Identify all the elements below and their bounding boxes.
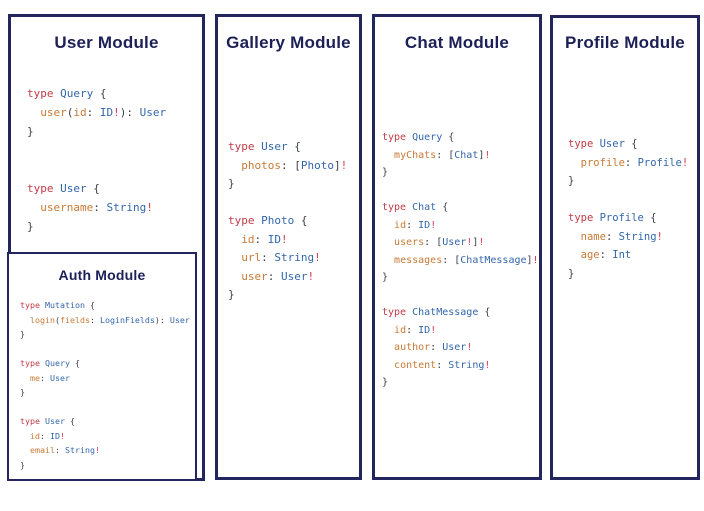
- module-title-profile: Profile Module: [565, 33, 685, 52]
- code-block-gallery: type User { photos: [Photo]!} type Photo…: [228, 140, 348, 301]
- code-block-profile: type User { profile: Profile!} type Prof…: [568, 138, 689, 280]
- module-title-user: User Module: [54, 33, 159, 52]
- module-box-profile: Profile Module type User { profile: Prof…: [550, 15, 700, 480]
- code-block-auth: type Mutation { login(fields: LoginField…: [20, 300, 190, 470]
- module-box-auth: Auth Module type Mutation { login(fields…: [7, 252, 197, 481]
- module-title-auth: Auth Module: [58, 267, 146, 283]
- module-box-gallery: Gallery Module type User { photos: [Phot…: [215, 14, 362, 480]
- module-box-chat: Chat Module type Query { myChats: [Chat]…: [372, 14, 542, 480]
- module-box-user: User Module type Query { user(id: ID!): …: [7, 14, 205, 481]
- module-title-gallery: Gallery Module: [226, 33, 351, 52]
- code-block-chat: type Query { myChats: [Chat]!} type Chat…: [382, 132, 539, 388]
- module-title-chat: Chat Module: [404, 33, 510, 52]
- code-block-user: type Query { user(id: ID!): User} type U…: [27, 87, 167, 233]
